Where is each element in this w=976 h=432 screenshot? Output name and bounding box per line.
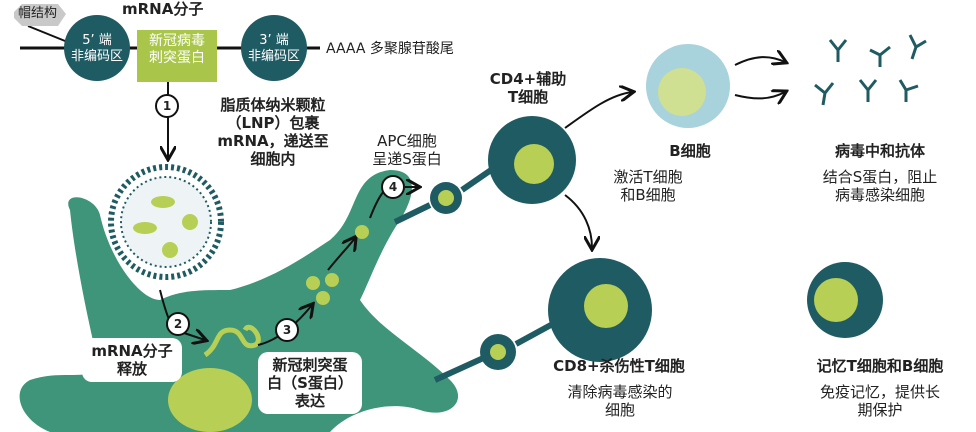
utr3-label: 3’ 端非编码区 (247, 33, 300, 64)
utr3-circle (241, 15, 307, 81)
step-2-badge: 2 (166, 312, 190, 336)
spike-gene-box (137, 30, 217, 82)
step-1-badge: 1 (155, 94, 179, 118)
cd8-title: CD8+杀伤性T细胞 (553, 357, 685, 375)
utr5-label: 5’ 端非编码区 (70, 33, 123, 64)
antibody-title: 病毒中和抗体 (834, 142, 925, 160)
memory-desc: 免疫记忆，提供长期保护 (819, 383, 940, 419)
apc-label: APC细胞呈递S蛋白 (372, 132, 442, 168)
cap-label: 帽结构 (18, 6, 58, 21)
utr5-circle (64, 15, 130, 81)
cap-shape (14, 4, 66, 26)
polya-label: AAAA 多聚腺苷酸尾 (326, 41, 454, 57)
b-cell-title: B细胞 (669, 142, 711, 160)
cd8-desc: 清除病毒感染的细胞 (567, 383, 673, 419)
nucleus (168, 368, 252, 432)
express-label: 新冠刺突蛋白（S蛋白）表达 (258, 352, 362, 414)
mrna-title: mRNA分子 (122, 0, 204, 18)
memory-title: 记忆T细胞和B细胞 (816, 357, 944, 375)
antibodies (814, 34, 927, 106)
step-4-badge: 4 (381, 175, 405, 199)
release-label: mRNA分子释放 (82, 338, 182, 382)
spike-gene-label: 新冠病毒刺突蛋白 (149, 33, 205, 66)
b-cell-desc: 激活T细胞和B细胞 (613, 168, 683, 204)
antibody-desc: 结合S蛋白，阻止病毒感染细胞 (822, 168, 938, 204)
step-3-badge: 3 (275, 318, 299, 342)
